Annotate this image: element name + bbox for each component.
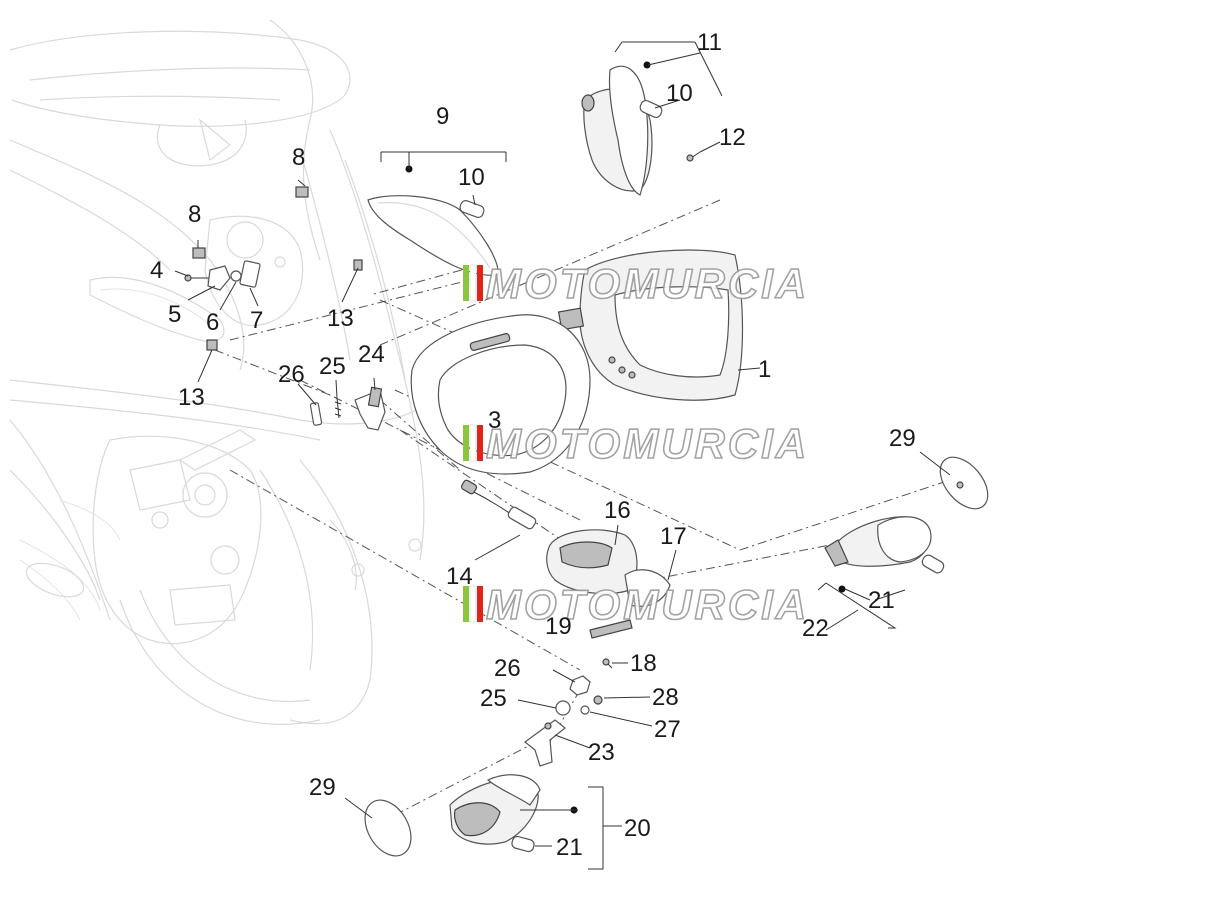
callout-1: 1 xyxy=(758,356,771,383)
bulb-left xyxy=(511,835,535,853)
callout-10-top: 10 xyxy=(666,80,693,107)
watermark-1: MOTOMURCIA xyxy=(463,259,809,308)
callout-8-upper: 8 xyxy=(292,144,305,171)
callout-29-lower: 29 xyxy=(309,774,336,801)
callout-12: 12 xyxy=(719,124,746,151)
callout-25-upper: 25 xyxy=(319,353,346,380)
callout-13-right: 13 xyxy=(327,305,354,332)
callout-24: 24 xyxy=(358,341,385,368)
callout-25-lower: 25 xyxy=(480,685,507,712)
lens-disc-left xyxy=(364,799,412,857)
watermark-3: MOTOMURCIA xyxy=(463,580,809,629)
callout-18: 18 xyxy=(630,650,657,677)
scooter-body-outline xyxy=(9,19,431,725)
cable-14 xyxy=(460,479,537,530)
watermark-text-1: MOTOMURCIA xyxy=(486,260,809,307)
front-side-light-assembly xyxy=(581,61,653,196)
callout-21-lower: 21 xyxy=(556,834,583,861)
right-turn-signal xyxy=(824,516,932,593)
callout-10-mid: 10 xyxy=(458,164,485,191)
callout-23: 23 xyxy=(588,739,615,766)
left-turn-signal xyxy=(449,774,578,845)
callout-9: 9 xyxy=(436,103,449,130)
screw-18 xyxy=(602,658,613,669)
reflector-lens xyxy=(367,165,499,276)
lens-disc-right xyxy=(939,456,989,510)
leader-lines xyxy=(174,41,951,870)
callout-20: 20 xyxy=(624,815,651,842)
callout-7: 7 xyxy=(250,307,263,334)
callout-21-upper: 21 xyxy=(868,587,895,614)
callout-27: 27 xyxy=(654,716,681,743)
tail-light-housing xyxy=(557,249,744,401)
bulb-mid xyxy=(459,200,485,218)
callout-26-lower: 26 xyxy=(494,655,521,682)
callout-19: 19 xyxy=(545,613,572,640)
callout-11: 11 xyxy=(697,29,722,56)
license-plate-light xyxy=(546,529,671,639)
callout-3: 3 xyxy=(488,407,501,434)
watermark-text-2: MOTOMURCIA xyxy=(486,420,809,467)
callout-16: 16 xyxy=(604,497,631,524)
bulb-top xyxy=(639,99,663,119)
callout-13-left: 13 xyxy=(178,384,205,411)
callout-28: 28 xyxy=(652,684,679,711)
callout-26-upper: 26 xyxy=(278,361,305,388)
bulb-right xyxy=(921,554,945,574)
watermark-text-3: MOTOMURCIA xyxy=(486,581,809,628)
callout-14: 14 xyxy=(446,563,473,590)
upper-hardware xyxy=(309,397,342,426)
watermark-2: MOTOMURCIA xyxy=(463,419,809,468)
left-hardware xyxy=(184,186,363,351)
bracket-24 xyxy=(354,386,386,431)
lower-hardware xyxy=(555,675,603,716)
callout-4: 4 xyxy=(150,257,163,284)
callout-8-left: 8 xyxy=(188,201,201,228)
callout-17: 17 xyxy=(660,523,687,550)
callout-29-upper: 29 xyxy=(889,425,916,452)
callout-labels: 11 10 12 9 10 1 3 8 8 4 5 6 7 13 13 26 2… xyxy=(150,29,916,861)
callout-5: 5 xyxy=(168,301,181,328)
screw-12 xyxy=(686,151,701,162)
bracket-23 xyxy=(524,719,566,767)
callout-22: 22 xyxy=(802,615,829,642)
callout-6: 6 xyxy=(206,309,219,336)
